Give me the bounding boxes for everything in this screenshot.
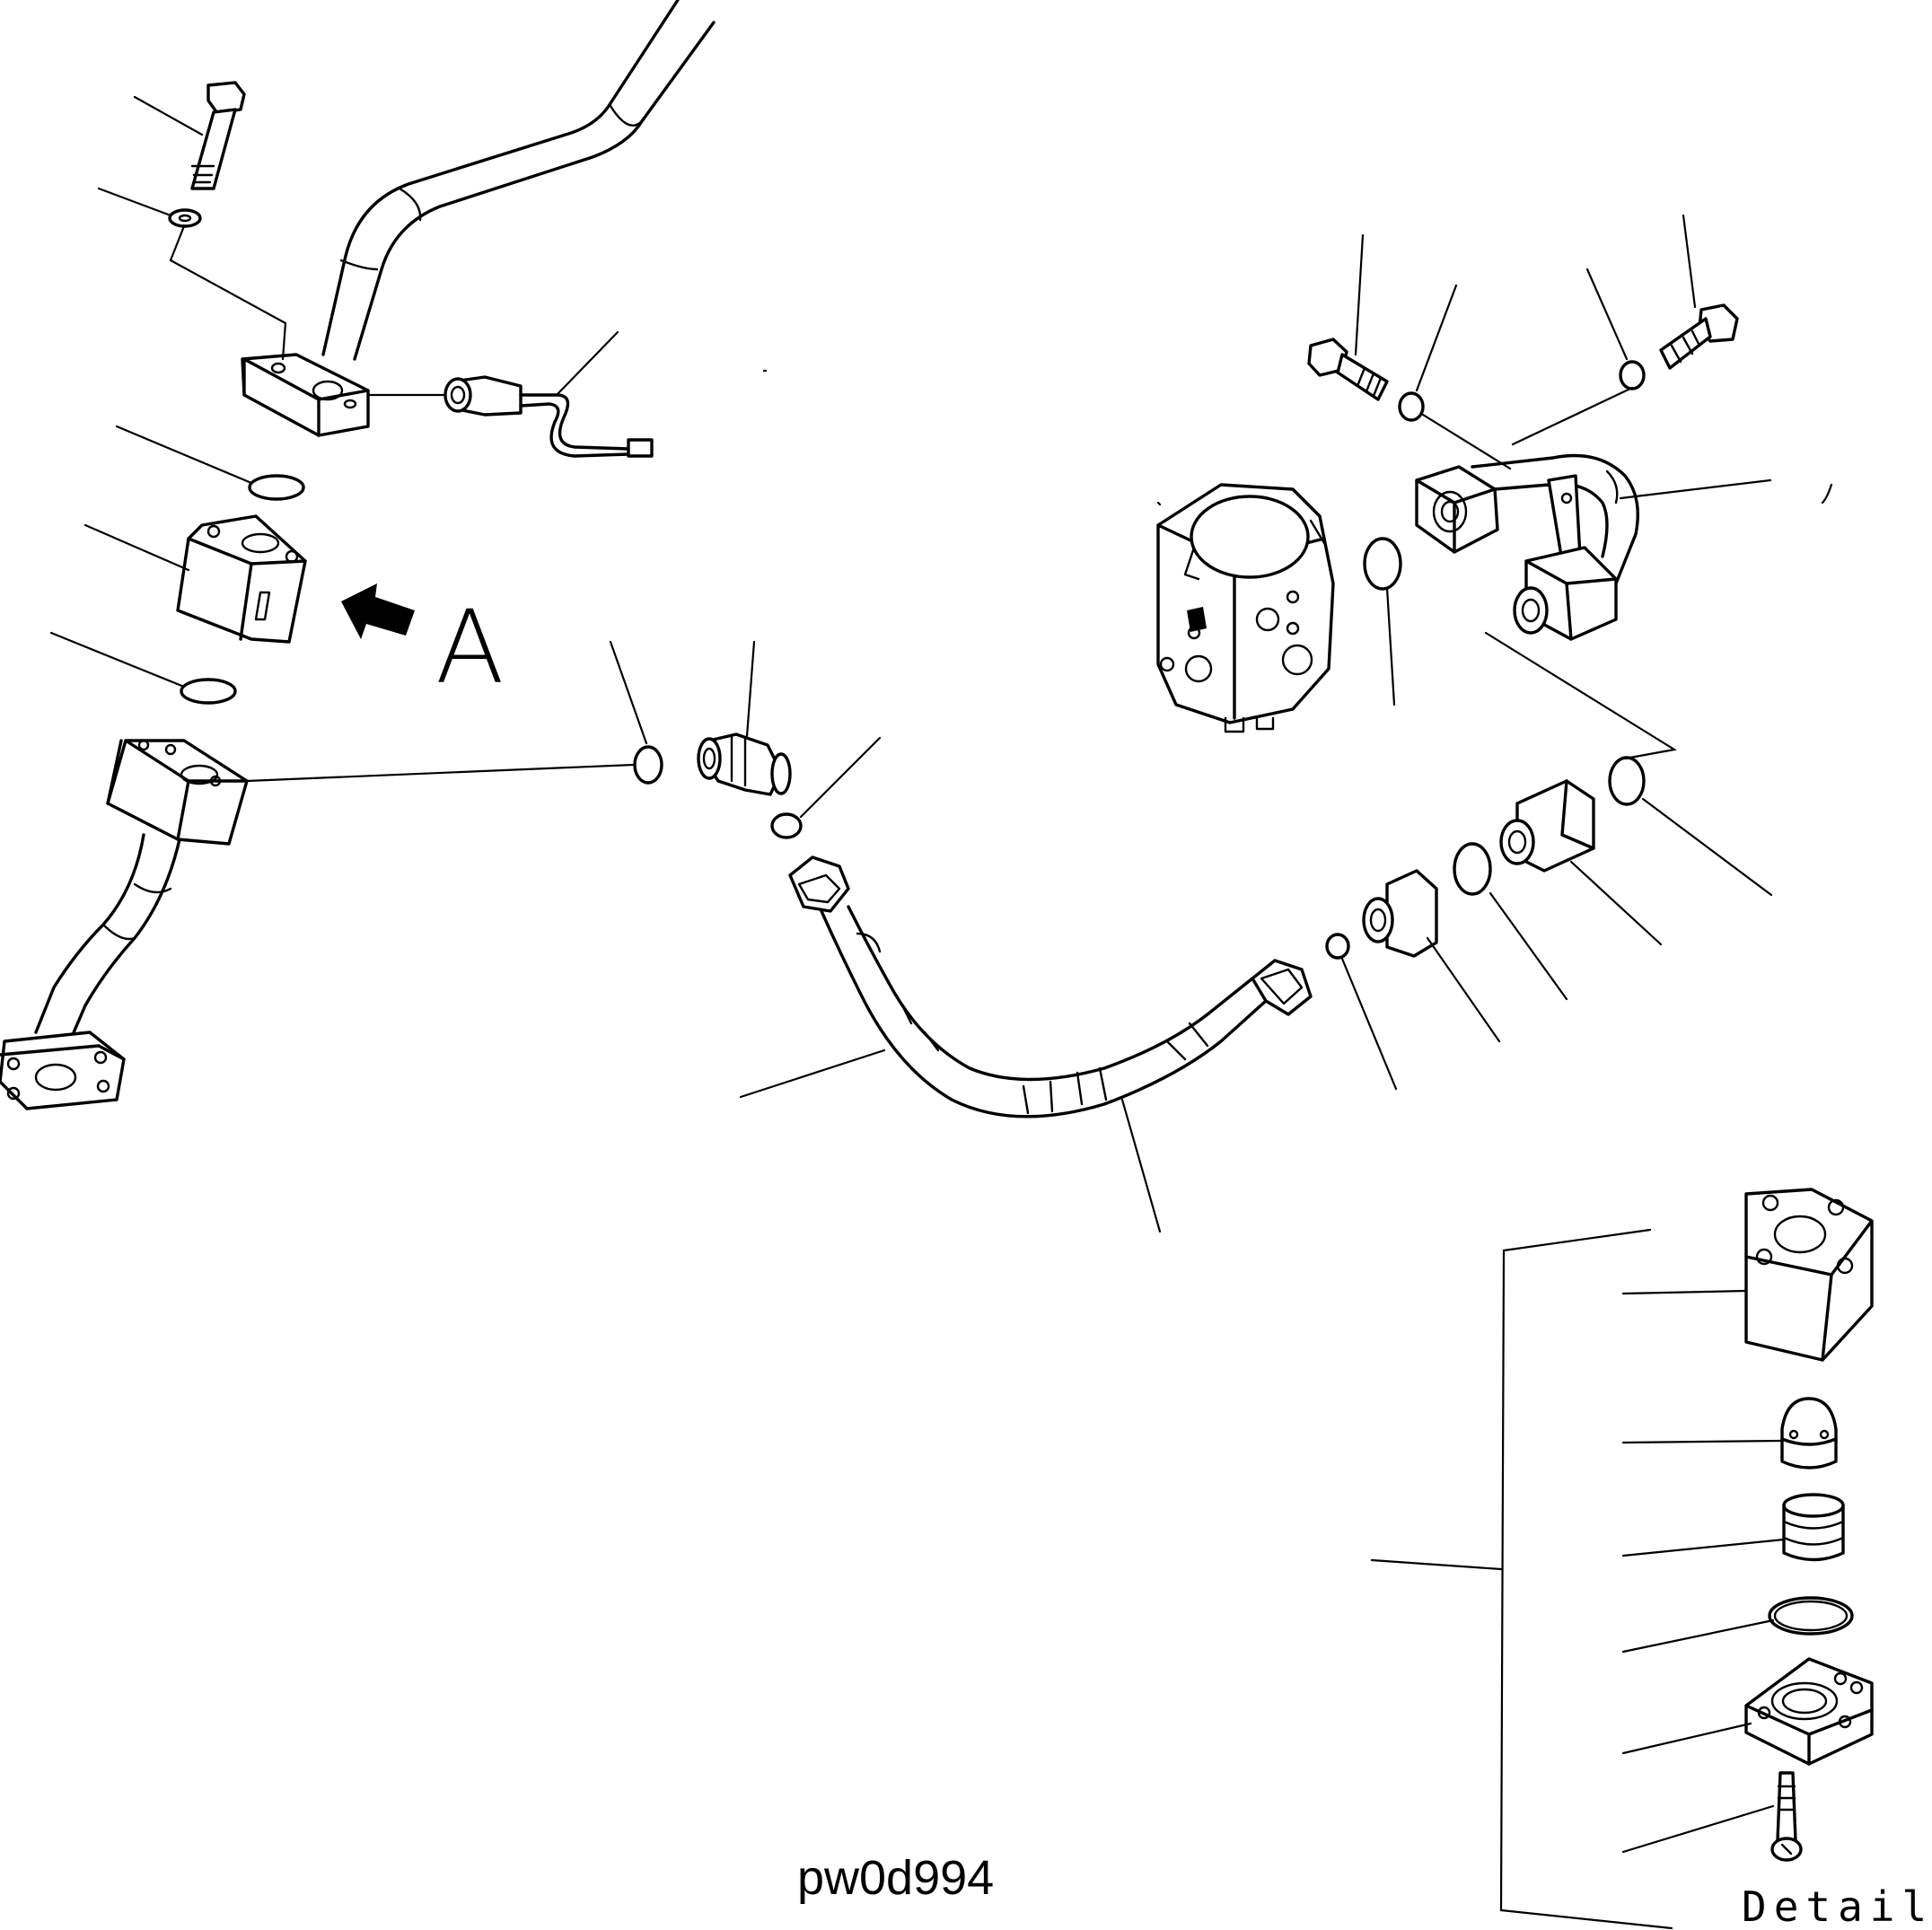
upper-pipe-assembly [241, 0, 716, 437]
o-ring-icon [770, 812, 803, 839]
washer-icon [1398, 391, 1425, 422]
valve-screw [1770, 1771, 1803, 1862]
valve-housing [1744, 1188, 1874, 1362]
adapter-fitting [1499, 779, 1595, 873]
drawing-code: pw0d994 [797, 1851, 994, 1905]
valve-spring [1782, 1493, 1845, 1562]
o-ring-icon [248, 474, 305, 501]
bolt-icon [190, 81, 246, 190]
o-ring-icon [1363, 537, 1402, 591]
elbow-assembly [1415, 453, 1639, 641]
o-ring-icon [1768, 1596, 1854, 1636]
bolt-icon [1307, 338, 1389, 401]
view-direction-arrow: A [341, 583, 505, 706]
hose-icon [788, 855, 1313, 1119]
lower-pipe-assembly [0, 739, 249, 1110]
leader-lines [49, 95, 1833, 1233]
pressure-sensor [443, 375, 654, 458]
pump-icon [1156, 483, 1335, 733]
o-ring-icon [1453, 842, 1492, 896]
adapter-fitting [1362, 869, 1438, 958]
elbow-fitting-icon [697, 733, 792, 796]
o-ring-inner [1773, 1600, 1849, 1632]
valve-flange [1744, 1657, 1874, 1766]
bolt-icon [1659, 303, 1739, 370]
valve-poppet [1780, 1397, 1838, 1469]
washer-hole [178, 214, 192, 223]
o-ring-icon [180, 678, 237, 705]
adapter-block [176, 514, 307, 644]
o-ring-icon [633, 745, 663, 785]
view-arrow-letter: A [435, 590, 505, 706]
detail-a-check-valve: Detail A [1370, 1188, 1932, 1930]
detail-a-caption: Detail A [1742, 1882, 1932, 1930]
o-ring-icon [1325, 933, 1350, 960]
washer-icon [168, 208, 202, 228]
washer-icon [1619, 360, 1646, 390]
o-ring-icon [1608, 756, 1646, 806]
